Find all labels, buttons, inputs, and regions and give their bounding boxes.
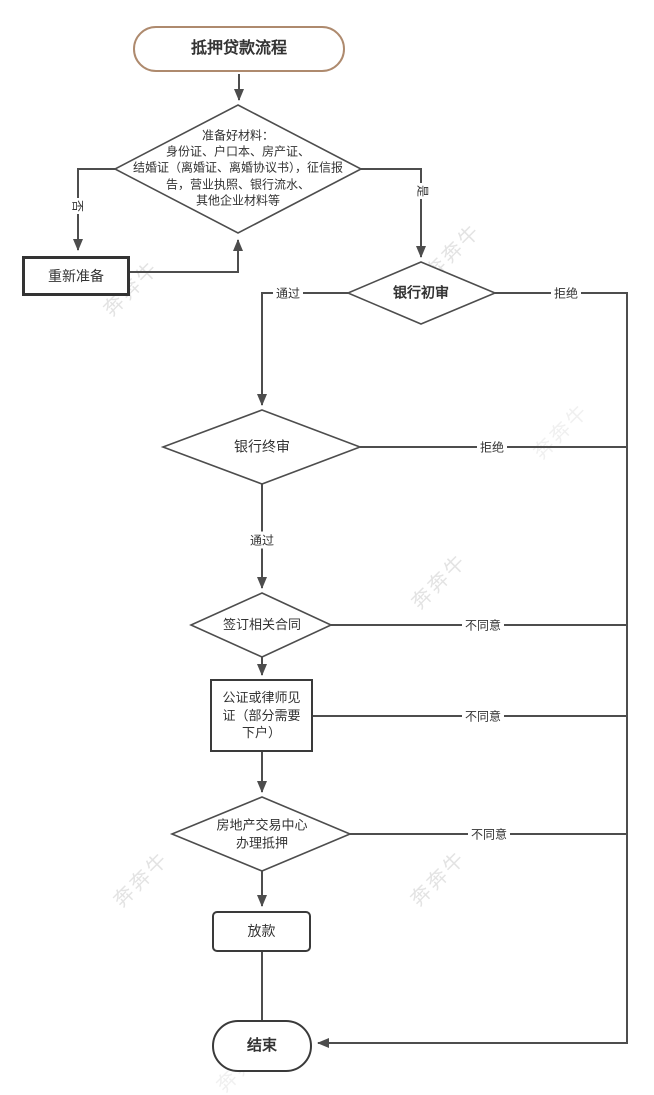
node-notarization: 公证或律师见 证（部分需要 下户） [210,679,313,752]
node-start: 抵押贷款流程 [133,26,345,72]
node-loan-disbursement: 放款 [212,911,311,952]
decision-bank-final-review [160,409,363,485]
edge-label-no: 否 [69,197,87,215]
edge-no-to-reprepare [73,168,115,251]
node-loan-disbursement-label: 放款 [247,923,276,940]
node-start-label: 抵押贷款流程 [190,40,287,58]
edge-reprepare-back-to-materials [130,239,243,273]
edge-label-pass-initial: 通过 [272,284,304,302]
node-end-label: 结束 [246,1036,277,1054]
edge-label-disagree-notary: 不同意 [461,707,505,725]
edge-label-yes: 是 [414,182,432,200]
edge-label-disagree-contract: 不同意 [461,616,505,634]
node-end: 结束 [212,1020,312,1072]
edge-reject-collector-to-end [317,292,628,1048]
decision-prepare-materials [113,104,363,234]
edge-label-pass-final: 通过 [246,531,278,549]
edge-label-disagree-mortgage: 不同意 [467,825,511,843]
node-re-prepare: 重新准备 [22,256,130,296]
node-notarization-label: 公证或律师见 证（部分需要 下户） [222,690,301,741]
decision-sign-contracts [189,592,333,658]
edge-label-reject-initial: 拒绝 [550,284,582,302]
node-re-prepare-label: 重新准备 [48,267,104,284]
decision-mortgage-registration [169,796,353,872]
edge-yes-to-initial-review [361,168,426,258]
decision-bank-initial-review [345,261,498,325]
edge-label-reject-final: 拒绝 [476,438,508,456]
edge-pass-to-final-review [257,292,348,406]
